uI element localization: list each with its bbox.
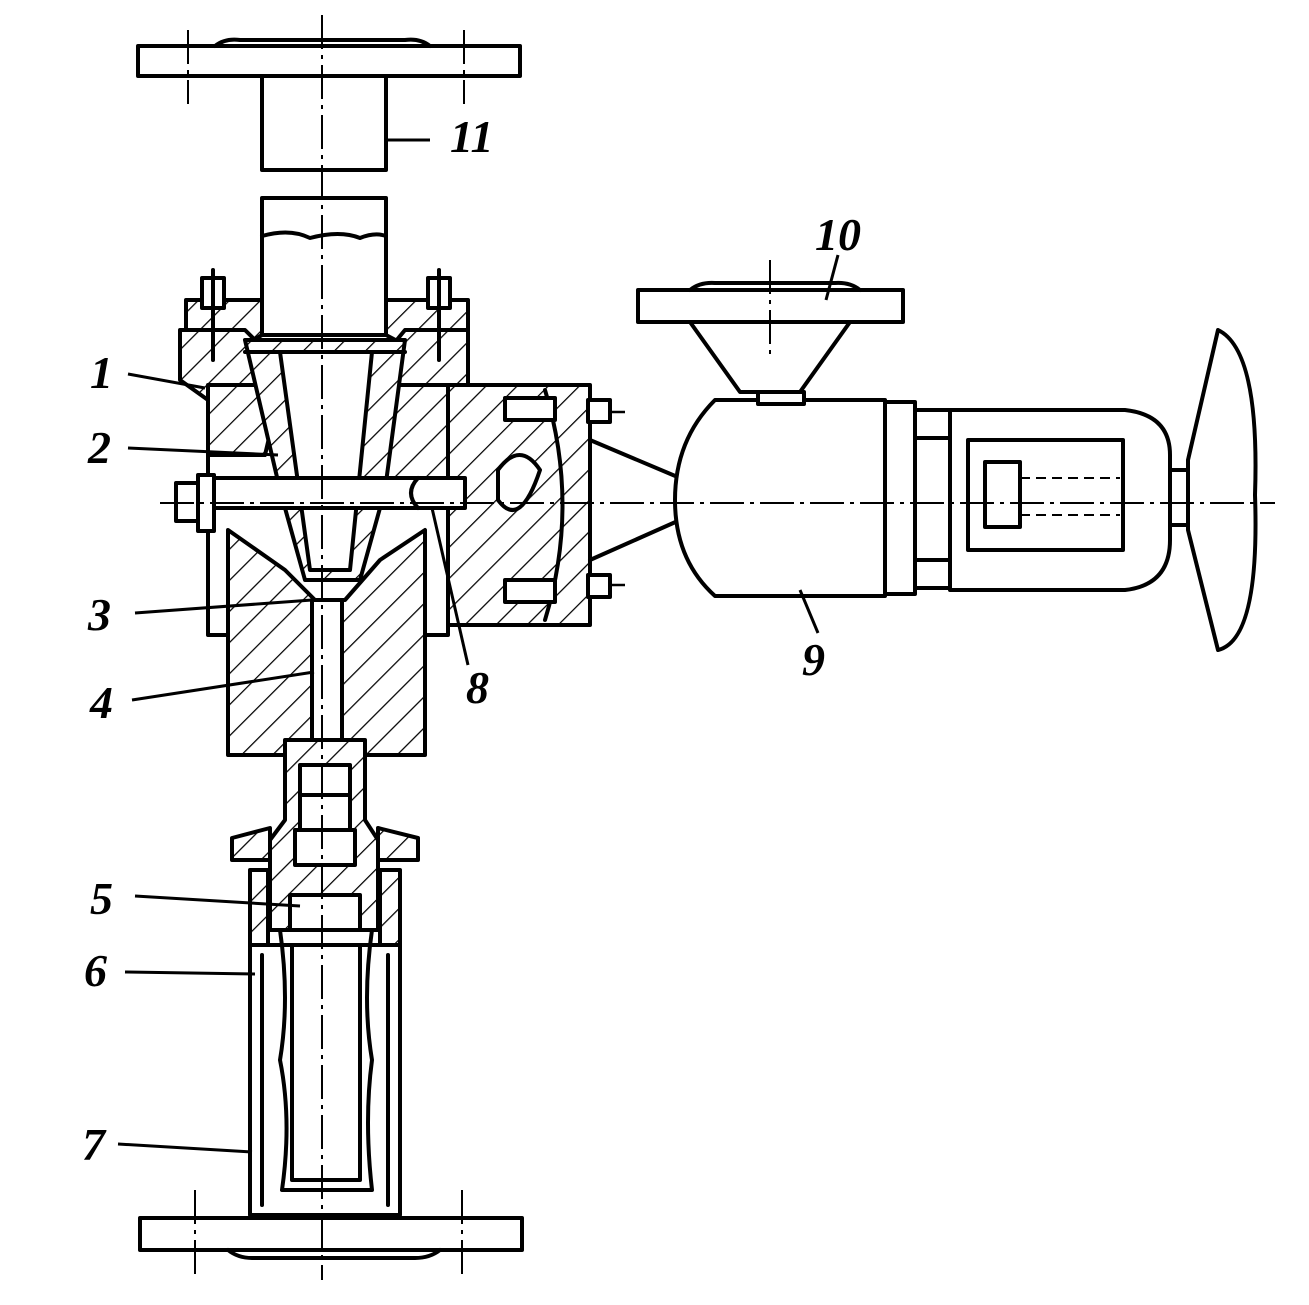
callout-9: 9 (802, 634, 825, 685)
callout-11: 11 (450, 111, 493, 162)
callout-7: 7 (82, 1119, 107, 1170)
lower-coupling (230, 738, 420, 947)
callout-10: 10 (815, 209, 861, 260)
callout-6: 6 (84, 945, 107, 996)
center-lines (160, 15, 1275, 1280)
bottom-flange (138, 1190, 524, 1275)
top-pipe-stub (260, 74, 388, 172)
callout-1: 1 (90, 347, 113, 398)
upper-pipe (260, 196, 388, 337)
callout-3: 3 (87, 589, 111, 640)
callout-4: 4 (89, 677, 113, 728)
lower-pipe (248, 928, 402, 1217)
valve-body (174, 268, 470, 757)
top-flange (136, 30, 522, 104)
leader-lines (117, 138, 840, 1154)
callout-labels: 1 2 3 4 5 6 7 8 9 10 11 (82, 111, 861, 1170)
callout-2: 2 (87, 422, 111, 473)
callout-8: 8 (466, 662, 489, 713)
side-connector (446, 383, 682, 627)
actuator (673, 328, 1258, 652)
callout-5: 5 (90, 873, 113, 924)
